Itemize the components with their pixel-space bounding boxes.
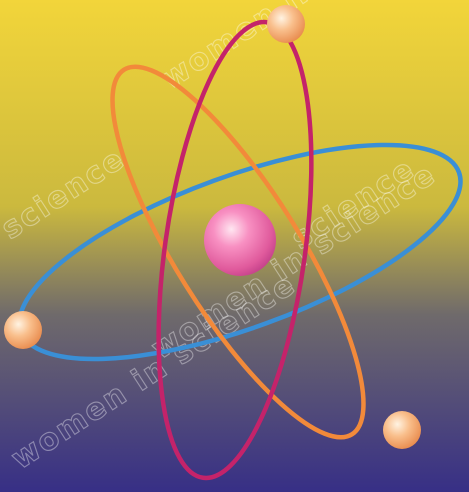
nucleus: [204, 204, 276, 276]
electron-top: [267, 5, 305, 43]
electron-bottom-right: [383, 411, 421, 449]
electron-left: [4, 311, 42, 349]
